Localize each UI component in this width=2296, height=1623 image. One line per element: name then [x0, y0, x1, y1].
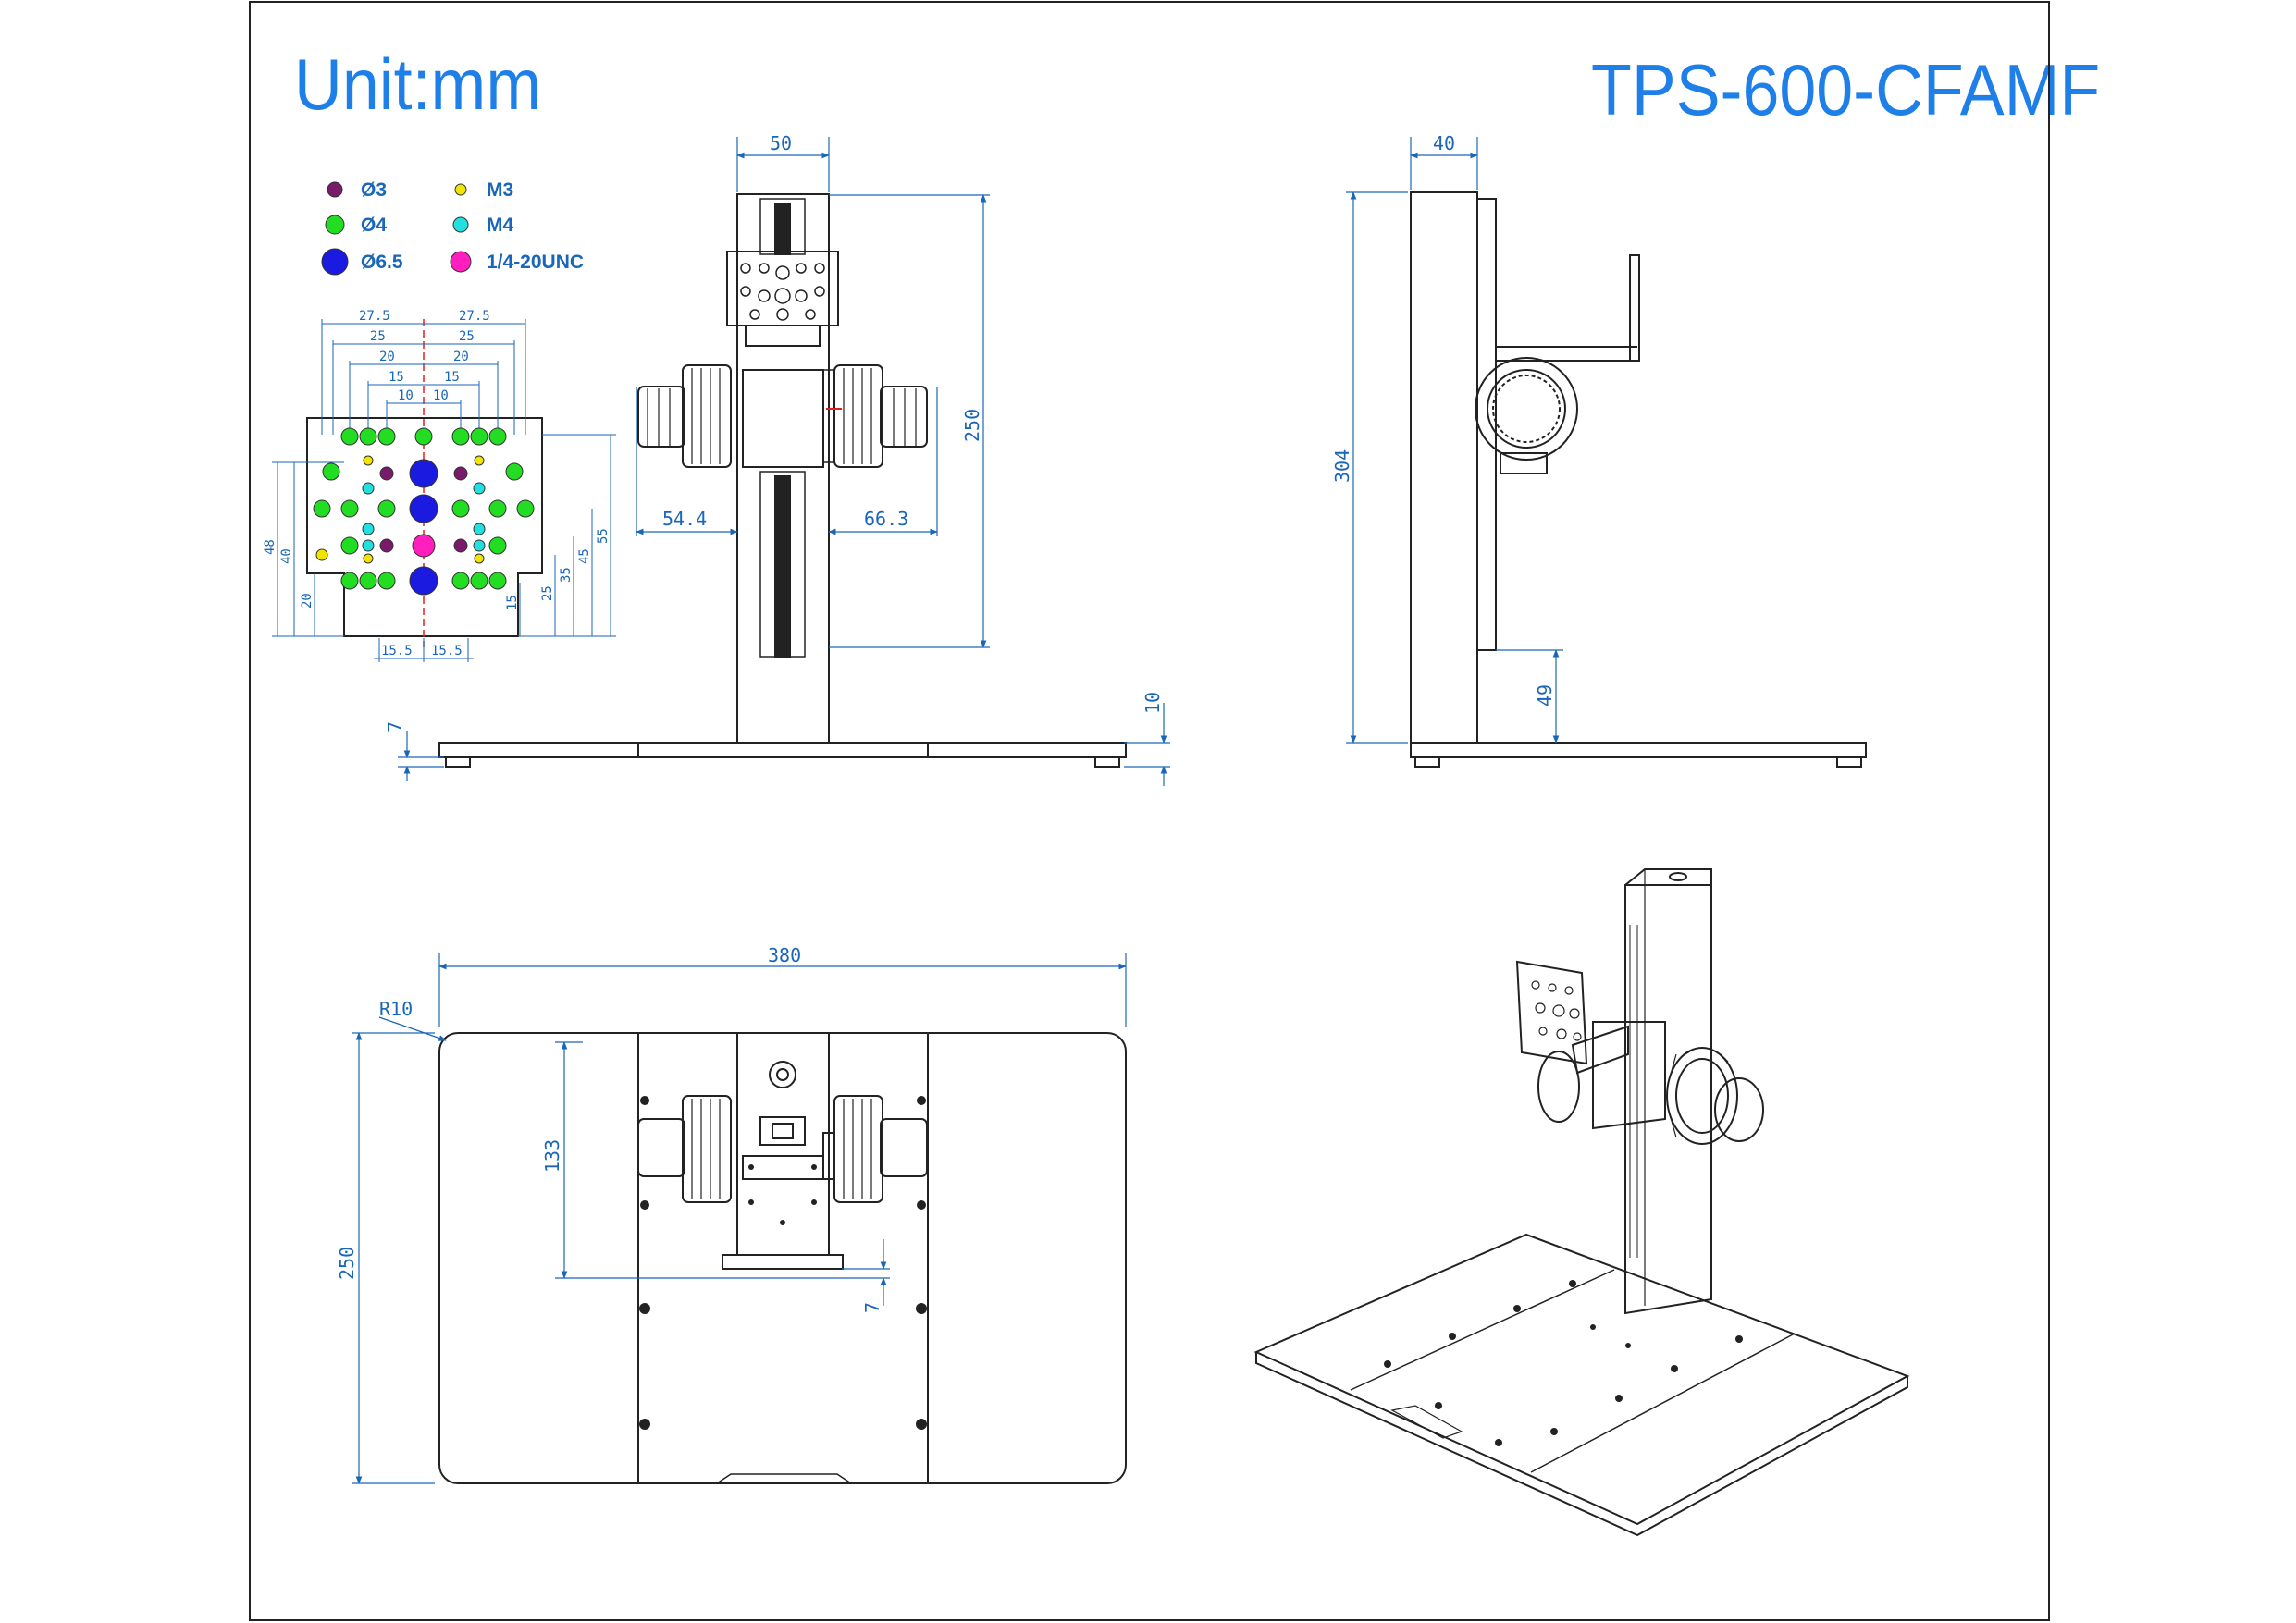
- iso-focus-block: [1592, 1021, 1666, 1130]
- legend-label-m4: M4: [487, 215, 513, 236]
- plate-dim-top-9: 10: [398, 388, 414, 403]
- plate-dim-right-3: 35: [559, 567, 574, 583]
- front-view-dimensions: [398, 137, 1170, 786]
- top-column-offset-dim: 133: [541, 1139, 563, 1173]
- plate-dim-right-5: 55: [596, 528, 611, 544]
- front-foot-right: [1094, 756, 1120, 768]
- front-foot-dim: 10: [1142, 692, 1164, 714]
- plate-dim-right-1: 15: [505, 595, 520, 610]
- isometric-view: [1253, 868, 1910, 1537]
- side-view-dimensions: [1346, 137, 1563, 744]
- side-width-dim: 40: [1433, 132, 1455, 154]
- top-depth-dim: 250: [336, 1247, 358, 1280]
- plate-dim-right-4: 45: [577, 548, 592, 564]
- plate-dim-left-3: 20: [300, 593, 315, 609]
- top-view-dimensions: [352, 953, 1127, 1484]
- side-low-dim: 49: [1534, 684, 1556, 707]
- plate-dim-right-2: 25: [540, 585, 555, 601]
- iso-column: [1624, 884, 1712, 1315]
- iso-knob-front: [1666, 1047, 1738, 1145]
- plate-dim-top-5: 20: [379, 350, 395, 364]
- plate-dim-top-10: 10: [433, 388, 449, 403]
- top-front-lip: [722, 1254, 844, 1270]
- front-foot-left: [445, 756, 471, 768]
- plate-holes: [313, 427, 535, 596]
- top-view: [438, 1032, 1127, 1484]
- side-knob: [1475, 357, 1578, 461]
- plate-dim-top-4: 25: [459, 329, 475, 344]
- front-view: [438, 193, 1127, 768]
- legend-label-d3: Ø3: [361, 179, 387, 201]
- top-width-dim: 380: [768, 944, 801, 966]
- plate-dim-top-3: 25: [370, 329, 386, 344]
- legend-swatch-d65: [321, 248, 349, 276]
- top-knob-right: [833, 1095, 883, 1203]
- top-radius-dim: R10: [379, 998, 413, 1020]
- top-base: [438, 1032, 1127, 1484]
- legend-label-d4: Ø4: [361, 215, 387, 236]
- plate-dim-top-1: 27.5: [359, 309, 390, 324]
- front-width-dim: 50: [770, 132, 792, 154]
- front-left-offset-dim: 54.4: [662, 508, 707, 530]
- legend-label-unc: 1/4-20UNC: [487, 252, 584, 273]
- legend-swatch-d4: [325, 215, 345, 235]
- top-knob-left: [682, 1095, 732, 1203]
- front-column: [736, 193, 830, 744]
- top-small-dim: 7: [861, 1302, 883, 1313]
- front-focus-block: [742, 369, 824, 468]
- front-height-dim: 250: [961, 409, 983, 442]
- legend-swatch-d3: [327, 181, 343, 198]
- legend-swatch-m4: [452, 216, 469, 233]
- hole-legend: Ø3 M3 Ø4 M4 Ø6.5 1/4-20UNC: [321, 179, 584, 276]
- iso-mount-plate: [1515, 960, 1588, 1065]
- unit-label: Unit:mm: [294, 43, 542, 125]
- plate-dim-top-8: 15: [444, 370, 460, 385]
- plate-dim-top-2: 27.5: [459, 309, 490, 324]
- side-base: [1410, 742, 1867, 758]
- front-knob-right: [833, 364, 883, 468]
- legend-swatch-m3: [454, 183, 467, 196]
- plate-dim-left-2: 40: [279, 548, 294, 564]
- side-view: [1410, 191, 1867, 768]
- iso-base-top: [1253, 1233, 1910, 1526]
- side-column: [1410, 191, 1478, 744]
- plate-dim-top-6: 20: [453, 350, 469, 364]
- iso-base-holes: [1384, 1280, 1743, 1446]
- front-base-thickness-dim: 7: [384, 721, 406, 732]
- front-knob-left: [682, 364, 732, 468]
- front-right-offset-dim: 66.3: [864, 508, 908, 530]
- side-height-dim: 304: [1331, 449, 1353, 483]
- iso-knob-back: [1537, 1051, 1580, 1123]
- legend-label-m3: M3: [487, 179, 513, 201]
- model-name: TPS-600-CFAMF: [1591, 49, 2101, 130]
- sheet-border: [249, 1, 2050, 1621]
- plate-dim-top-7: 15: [389, 370, 404, 385]
- legend-label-d65: Ø6.5: [361, 252, 403, 273]
- plate-dim-left-1: 48: [263, 539, 278, 555]
- plate-detail: 27.5 27.5 25 25 20 20 15 15 10 10 48 40 …: [263, 309, 616, 662]
- front-base: [438, 742, 1127, 758]
- plate-dim-bottom-2: 15.5: [431, 644, 463, 658]
- top-view-mount-holes: [639, 1096, 927, 1430]
- plate-dim-bottom-1: 15.5: [381, 644, 413, 658]
- legend-swatch-unc: [450, 251, 472, 273]
